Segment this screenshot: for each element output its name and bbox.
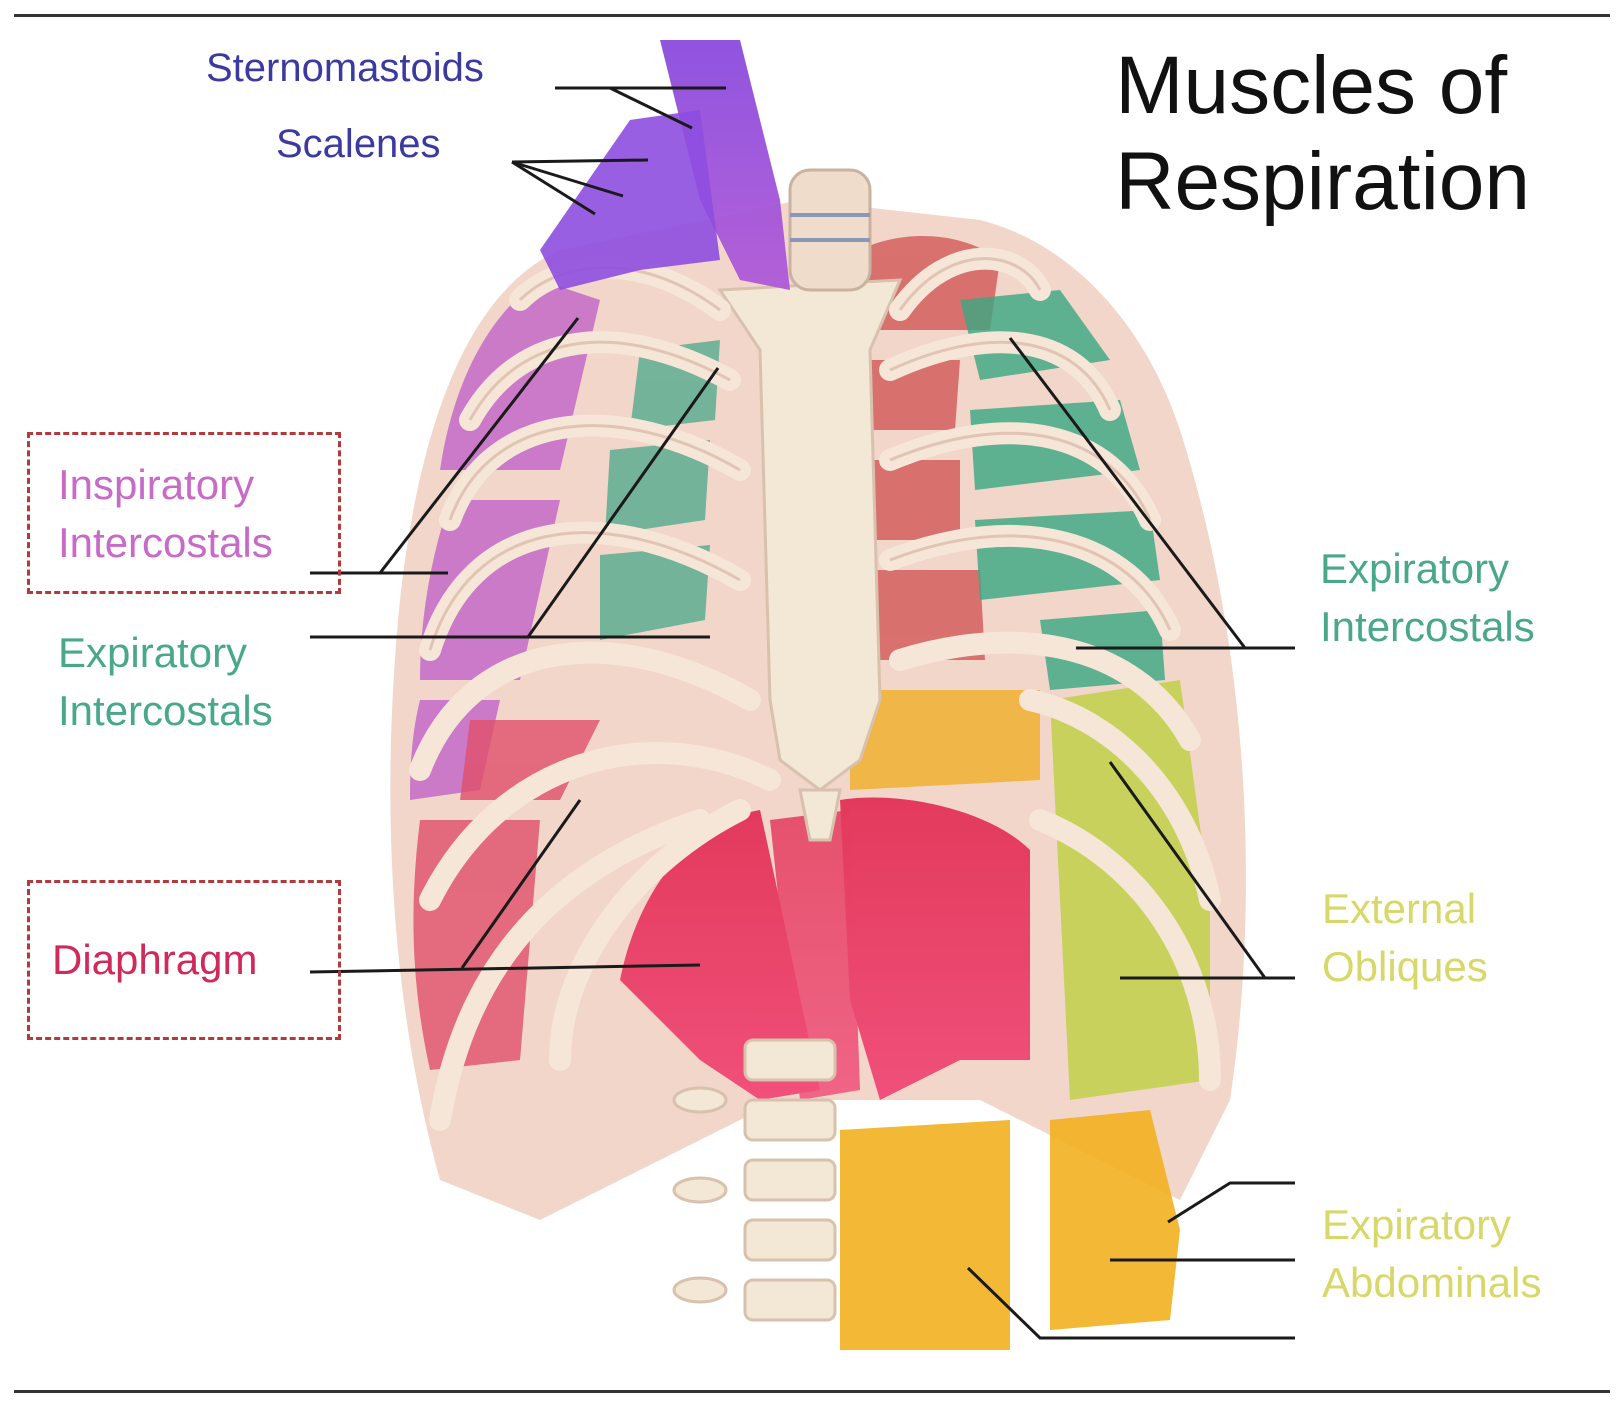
sternum — [717, 278, 903, 842]
diaphragm-highlight-box — [27, 880, 341, 1040]
expiratory-left-line-1: Expiratory — [58, 629, 248, 676]
abdominals-line-2: Abdominals — [1322, 1259, 1542, 1306]
diaphragm-leader-branch — [460, 799, 582, 969]
inspiratory-highlight-box — [27, 432, 341, 594]
abdominals-line-1: Expiratory — [1322, 1201, 1512, 1248]
label-expiratory-intercostals-left: Expiratory Intercostals — [58, 624, 273, 740]
label-expiratory-abdominals: Expiratory Abdominals — [1322, 1196, 1541, 1312]
spine — [672, 1038, 837, 1322]
expiratory-right-leader-branch — [1008, 337, 1247, 649]
upper-abdominal-muscle — [850, 690, 1040, 790]
diaphragm-muscle — [620, 797, 1030, 1100]
leader-lines — [309, 86, 1295, 1340]
diaphragm-leader — [309, 963, 701, 974]
label-external-obliques: External Obliques — [1322, 880, 1488, 996]
expiratory-left-leader-branch — [526, 367, 720, 638]
expiratory-right-line-1: Expiratory — [1320, 545, 1510, 592]
sternomastoids-muscle — [660, 40, 790, 290]
label-diaphragm: Diaphragm — [52, 936, 258, 983]
obliques-line-1: External — [1322, 885, 1477, 932]
inspiratory-leader-branch — [378, 317, 580, 574]
expiratory-abdominals-muscle — [840, 1110, 1180, 1350]
label-sternomastoids: Sternomastoids — [206, 46, 484, 90]
inspiratory-line-2: Intercostals — [58, 519, 273, 566]
label-inspiratory-intercostals: Inspiratory Intercostals — [58, 456, 273, 572]
scalenes-leader-b — [511, 160, 624, 198]
sternomastoids-leader-branch — [609, 86, 693, 130]
diagram-title: Muscles of Respiration — [1115, 38, 1530, 230]
title-line-2: Respiration — [1115, 136, 1530, 227]
trachea — [788, 168, 872, 292]
abdominals-leader-bottom — [966, 1266, 1295, 1340]
bottom-rule — [14, 1390, 1610, 1393]
obliques-line-2: Obliques — [1322, 943, 1488, 990]
expiratory-right-line-2: Intercostals — [1320, 603, 1535, 650]
expiratory-left-line-2: Intercostals — [58, 687, 273, 734]
obliques-leader-branch — [1108, 761, 1267, 979]
scalenes-leader-c — [511, 160, 596, 216]
inspiratory-line-1: Inspiratory — [58, 461, 255, 508]
scalenes-leader-a — [511, 158, 649, 164]
label-scalenes: Scalenes — [276, 122, 441, 166]
abdominals-leader-top — [1167, 1181, 1295, 1224]
scalenes-muscle — [540, 110, 720, 290]
top-rule — [14, 14, 1610, 17]
title-line-1: Muscles of — [1115, 40, 1508, 131]
label-expiratory-intercostals-right: Expiratory Intercostals — [1320, 540, 1535, 656]
